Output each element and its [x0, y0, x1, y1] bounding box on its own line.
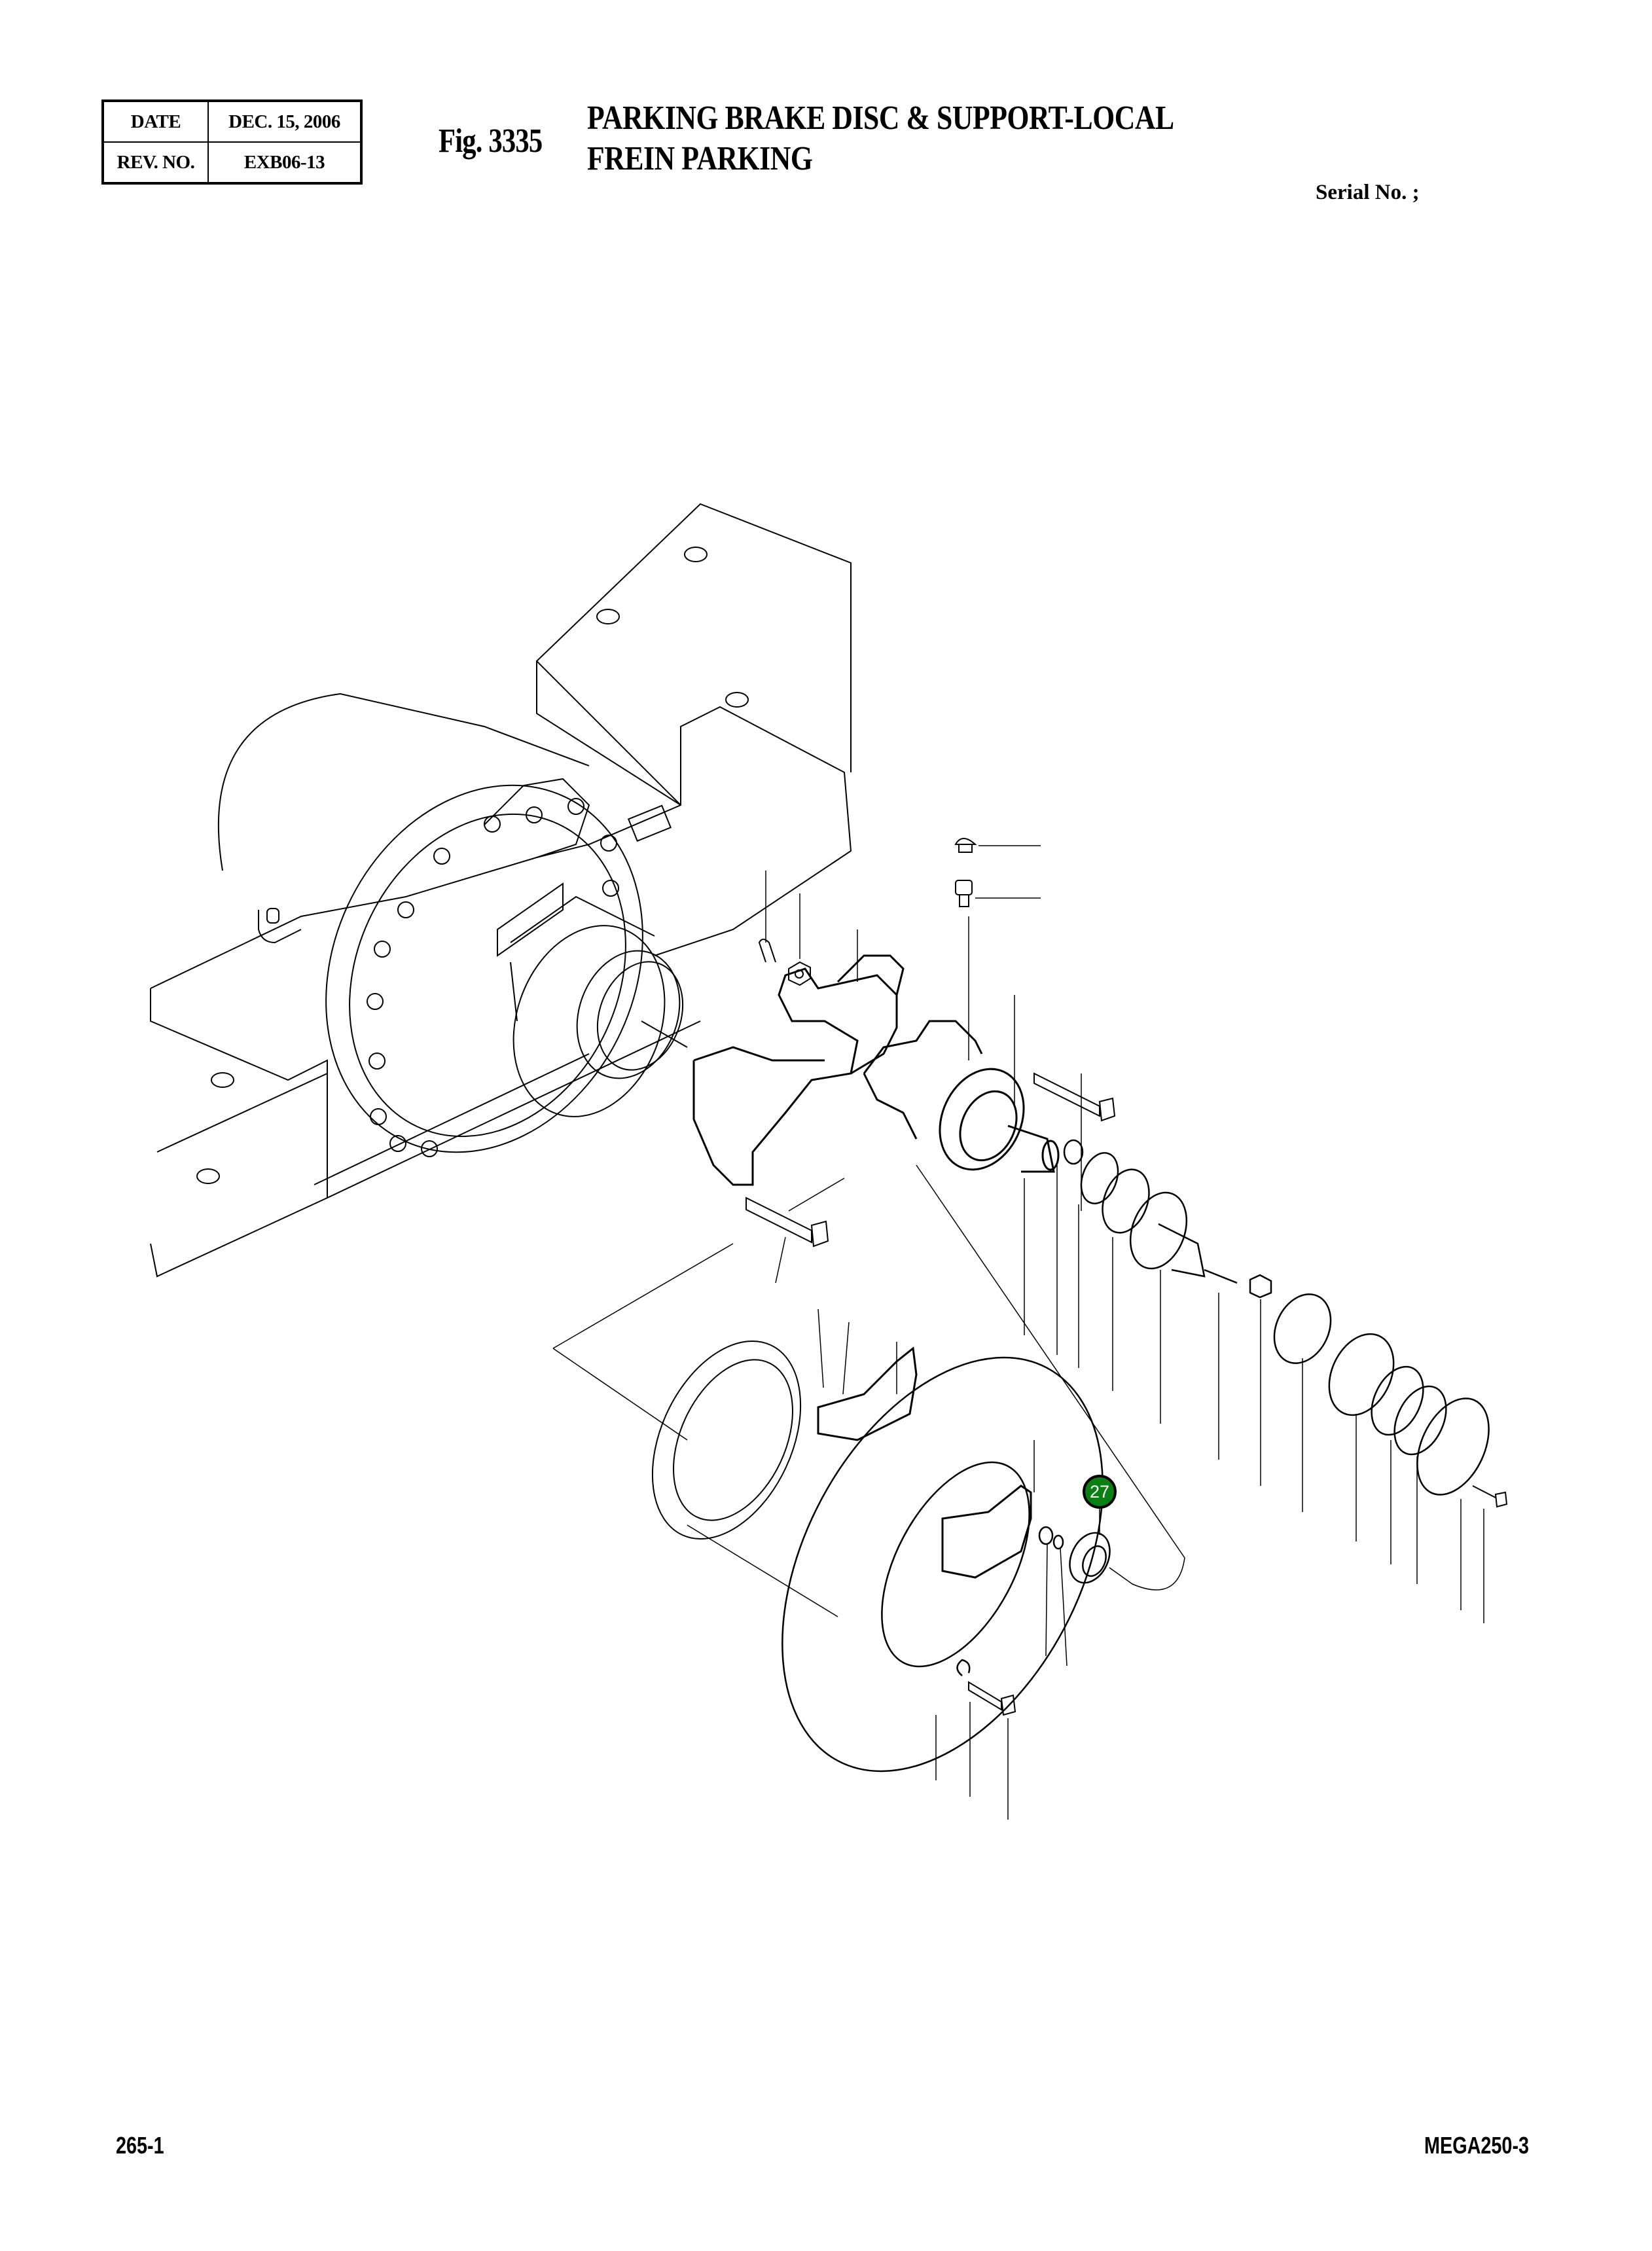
- seal-27-drawing: [916, 1164, 1185, 1676]
- brake-caliper-drawing: [692, 954, 905, 1186]
- figure-number: Fig. 3335: [439, 122, 543, 160]
- axle-housing-drawing: [150, 503, 852, 1278]
- rev-label: REV. NO.: [102, 141, 209, 184]
- seal-ring-drawing: [1063, 1139, 1490, 1496]
- leader-lines: [552, 845, 1484, 1820]
- caliper-housing-drawing: [651, 1340, 802, 1540]
- brake-pad-drawing: [817, 1346, 1032, 1579]
- serial-number: Serial No. ;: [1316, 181, 1420, 204]
- page-number: 265-1: [116, 2132, 164, 2159]
- date-value: DEC. 15, 2006: [207, 100, 362, 143]
- revision-table: DATE DEC. 15, 2006 REV. NO. EXB06-13: [101, 99, 363, 185]
- brake-disc-drawing: [781, 1356, 1104, 1773]
- model-number: MEGA250-3: [1424, 2132, 1530, 2159]
- brake-support-drawing: [863, 1020, 1060, 1173]
- bolt-drawing: [745, 1072, 1508, 1716]
- bearing-drawing: [1273, 1293, 1332, 1364]
- rev-value: EXB06-13: [207, 141, 362, 184]
- date-label: DATE: [102, 100, 209, 143]
- title-line-2: FREIN PARKING: [587, 140, 813, 177]
- callout-27-button[interactable]: 27: [1083, 1475, 1117, 1509]
- small-hardware-drawing: [758, 838, 977, 986]
- title-line-1: PARKING BRAKE DISC & SUPPORT-LOCAL: [587, 99, 1174, 137]
- page-title: PARKING BRAKE DISC & SUPPORT-LOCAL FREIN…: [587, 98, 1174, 179]
